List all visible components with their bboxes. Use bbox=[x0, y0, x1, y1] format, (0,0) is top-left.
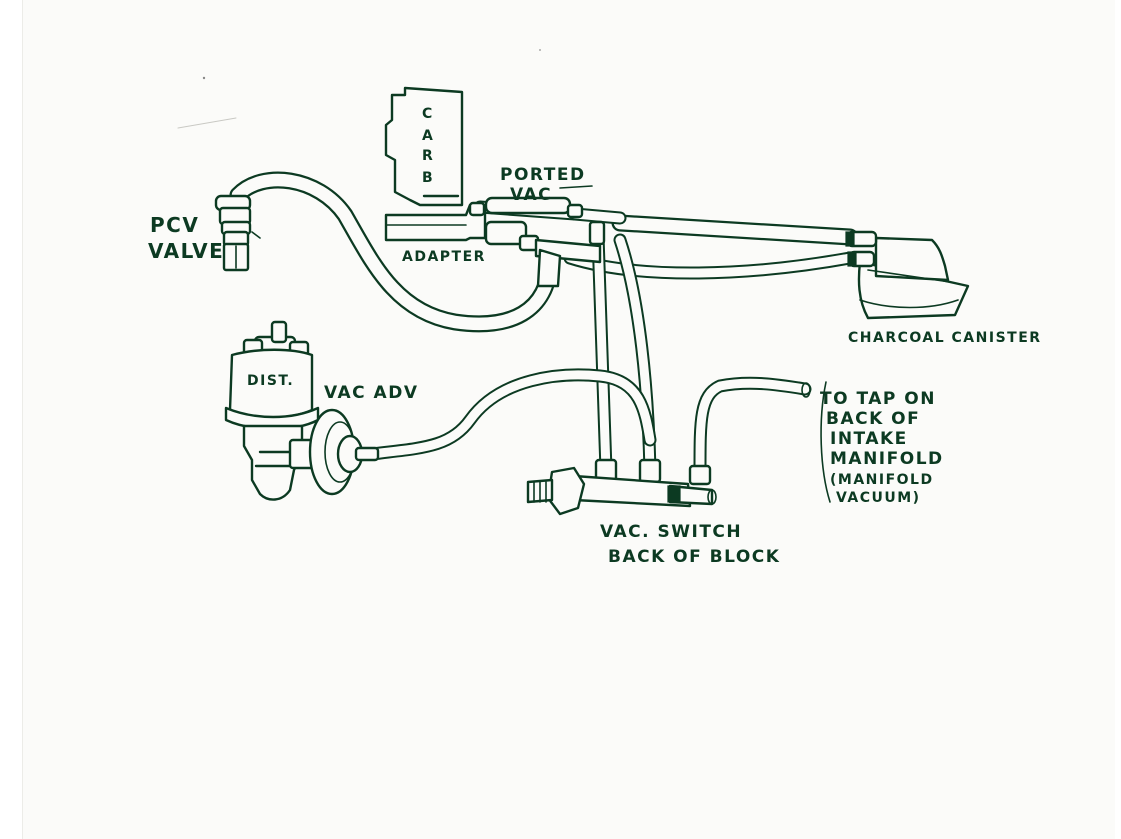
canister-hose-lower bbox=[563, 251, 857, 280]
charcoal-canister-label: CHARCOAL CANISTER bbox=[848, 330, 1042, 346]
hose-open-end bbox=[801, 382, 811, 398]
pcv-hose bbox=[229, 171, 559, 333]
ported-vac-fitting bbox=[484, 196, 584, 219]
intake-label-bracket bbox=[820, 381, 831, 503]
vac-adv-hose bbox=[365, 368, 657, 461]
vac-switch-label-line1: VAC. SWITCH bbox=[600, 522, 742, 542]
charcoal-canister bbox=[845, 230, 970, 320]
vac-adv-label: VAC ADV bbox=[324, 383, 418, 403]
intake-label-line6: VACUUM) bbox=[836, 490, 921, 506]
intake-manifold-hose bbox=[693, 376, 812, 477]
distributor bbox=[224, 320, 320, 501]
carb-label: C A R B bbox=[422, 106, 433, 186]
dist-label: DIST. bbox=[247, 373, 294, 389]
intake-label-line5: (MANIFOLD bbox=[830, 472, 934, 488]
intake-label-line4: MANIFOLD bbox=[830, 449, 944, 469]
ported-vac-label-line1: PORTED bbox=[500, 165, 586, 185]
pcv-label-line2: VALVE bbox=[148, 239, 224, 263]
ported-vac-underline bbox=[559, 185, 593, 189]
intake-tap-label: TO TAP ON BACK OF INTAKE MANIFOLD (MANIF… bbox=[820, 389, 944, 506]
ported-vac-label-line2: VAC bbox=[510, 185, 552, 205]
pcv-label-line1: PCV bbox=[150, 213, 199, 237]
carburetor bbox=[384, 86, 464, 207]
scan-right-margin bbox=[1115, 0, 1121, 839]
pcv-valve bbox=[214, 194, 261, 272]
adapter-label: ADAPTER bbox=[402, 249, 486, 265]
intake-label-line2: BACK OF bbox=[826, 409, 920, 429]
scan-left-margin bbox=[0, 0, 23, 839]
intake-label-line3: INTAKE bbox=[830, 429, 908, 449]
adapter-tee-fitting bbox=[484, 220, 606, 288]
carb-adapter bbox=[384, 201, 487, 242]
intake-label-line1: TO TAP ON bbox=[820, 389, 936, 409]
vac-switch bbox=[526, 458, 717, 516]
vac-advance-unit bbox=[288, 408, 380, 496]
carb-label-r: R bbox=[422, 148, 433, 164]
scan-specks bbox=[177, 49, 541, 129]
carb-label-c: C bbox=[422, 106, 432, 122]
carb-label-b: B bbox=[422, 170, 433, 186]
vac-switch-label-line2: BACK OF BLOCK bbox=[608, 547, 780, 567]
carb-label-a: A bbox=[422, 128, 433, 144]
